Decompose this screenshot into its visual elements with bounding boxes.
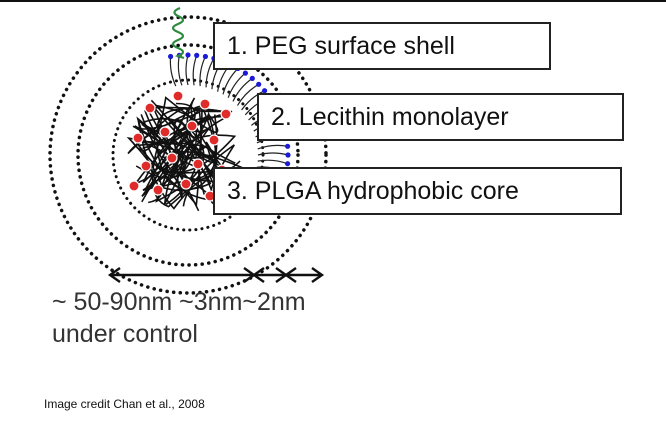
polymer-strand [142, 102, 217, 183]
lipid-head [285, 161, 291, 167]
label-lecithin-monolayer: 2. Lecithin monolayer [257, 93, 624, 141]
drug-particle [132, 132, 144, 144]
polymer-strand [158, 116, 244, 174]
drug-particle [128, 180, 140, 192]
drug-particle [192, 158, 204, 170]
image-credit: Image credit Chan et al., 2008 [44, 397, 205, 411]
drug-particle [144, 102, 156, 114]
drug-particle [140, 160, 152, 172]
arrow-peg-right-head [311, 267, 325, 283]
lipid-head [256, 81, 262, 87]
middle-ring [76, 43, 300, 267]
drug-particle [186, 120, 198, 132]
polymer-strand [133, 134, 237, 202]
lipid-head [242, 70, 248, 76]
label-peg-surface-shell: 1. PEG surface shell [213, 22, 551, 70]
lipid-head [285, 152, 291, 158]
drug-particle [172, 90, 184, 102]
size-arrows [107, 267, 325, 283]
arrow-lecithin-left-head [251, 267, 265, 283]
polymer-strand [150, 99, 225, 208]
polymer-strand [132, 111, 202, 206]
label-peg-text: 1. PEG surface shell [227, 31, 455, 60]
size-control-text: under control [52, 320, 198, 348]
label-plga-text: 3. PLGA hydrophobic core [227, 176, 519, 205]
drug-particle [180, 178, 192, 190]
size-measurement-text: ~ 50-90nm ~3nm~2nm [52, 288, 306, 316]
drug-particle [199, 98, 211, 110]
drug-particle [159, 126, 171, 138]
drug-particle [152, 184, 164, 196]
drug-particle [208, 134, 220, 146]
dotted-rings [48, 15, 328, 295]
label-lecithin-text: 2. Lecithin monolayer [271, 102, 509, 131]
lipid-head [194, 52, 200, 59]
lipid-head [262, 88, 268, 94]
arrow-core-left-head [107, 267, 121, 283]
inner-ring [111, 78, 265, 232]
lipid-head [249, 75, 255, 81]
label-plga-core: 3. PLGA hydrophobic core [213, 167, 622, 215]
drug-particle [220, 108, 232, 120]
lipid-head [285, 143, 291, 149]
drug-particle [166, 152, 178, 164]
lipid-head [202, 53, 208, 60]
outer-ring [48, 15, 328, 295]
peg-chain [171, 6, 185, 60]
lipid-head [185, 52, 191, 58]
lipid-tail [177, 55, 183, 86]
lipid-head [168, 53, 174, 60]
arrow-peg-left-head [283, 267, 297, 283]
